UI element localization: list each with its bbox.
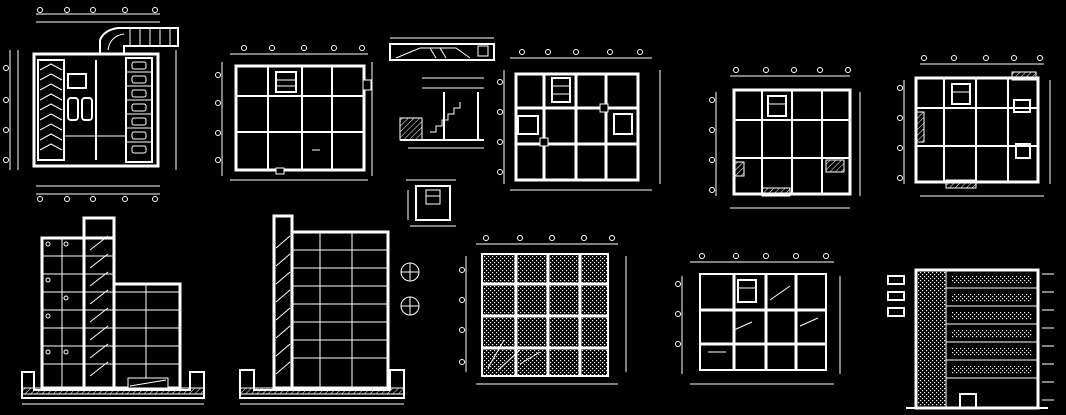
building-section-b <box>239 214 420 405</box>
stair-detail <box>399 77 484 149</box>
typical-floor-plan-d <box>897 55 1051 197</box>
typical-floor-plan-c <box>709 67 861 209</box>
slab-plan <box>675 253 841 385</box>
detail-plan-small <box>406 179 456 227</box>
front-elevation <box>887 268 1054 410</box>
typical-floor-plan-b <box>497 49 661 191</box>
stair-section-small <box>389 37 495 61</box>
building-section-a <box>21 216 205 405</box>
foundation-plan <box>459 235 627 385</box>
ground-floor-plan <box>3 7 179 202</box>
typical-floor-plan-a <box>215 45 373 181</box>
